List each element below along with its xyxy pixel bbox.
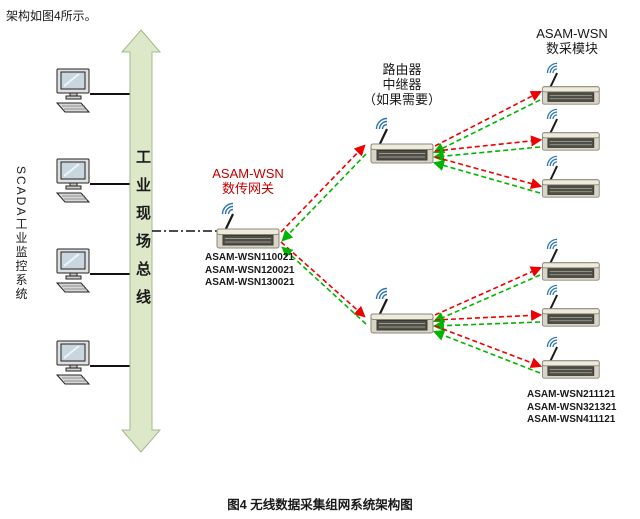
daq-module-icon	[541, 238, 601, 282]
link-module1-router1-up	[432, 99, 541, 154]
daq-modules-label-cn: 数采模块	[545, 41, 598, 56]
link-gateway-router2-down	[280, 241, 366, 318]
daq-module-id: ASAM-WSN321321	[527, 401, 617, 413]
daq-module-icon	[541, 155, 601, 199]
field-bus-arrow	[120, 29, 162, 453]
intro-text: 架构如图4所示。	[6, 9, 97, 23]
scada-system-label: SCADA工业监控系统	[14, 166, 28, 302]
link-router2-module5-down	[434, 309, 543, 322]
link-router1-module2-down	[434, 135, 543, 152]
gateway-id: ASAM-WSN120021	[205, 264, 295, 276]
daq-module-id-list: ASAM-WSN211121 ASAM-WSN321321 ASAM-WSN41…	[527, 389, 616, 427]
daq-module-icon	[541, 284, 601, 328]
repeater-label-line: （如果需要）	[362, 92, 441, 107]
link-gateway-router1-down	[280, 144, 366, 233]
link-router1-gateway-up	[281, 153, 367, 242]
gateway-id: ASAM-WSN130021	[205, 277, 295, 288]
gateway-device-icon	[215, 202, 281, 250]
link-router2-module6-down	[434, 325, 543, 369]
scada-computer-icon	[56, 68, 90, 113]
gateway-label-en: ASAM-WSN	[212, 166, 284, 181]
gateway-id: ASAM-WSN110021	[205, 252, 294, 263]
daq-module-icon	[541, 108, 601, 152]
field-bus-label: 工业现场总线	[134, 149, 151, 317]
repeater-label-line: 路由器	[382, 62, 422, 77]
link-module2-router1-up	[432, 146, 541, 162]
link-module4-router2-up	[432, 274, 541, 323]
router2-device-icon	[369, 287, 435, 335]
daq-module-id: ASAM-WSN411121	[527, 414, 616, 425]
link-module3-router1-up	[432, 160, 541, 194]
daq-module-icon	[541, 336, 601, 380]
gateway-label-cn: 数传网关	[221, 181, 274, 196]
repeater-label-line: 中继器	[382, 77, 422, 92]
daq-modules-label: ASAM-WSN 数采模块	[528, 26, 616, 56]
scada-computer-icon	[56, 340, 90, 385]
link-router1-module1-down	[434, 90, 542, 147]
link-router2-gateway-up	[281, 246, 367, 325]
gateway-label: ASAM-WSN 数传网关	[198, 166, 298, 196]
wireless-links	[280, 90, 543, 374]
scada-computer-icon	[56, 248, 90, 293]
link-router1-module3-down	[434, 156, 543, 190]
link-router2-module4-down	[434, 266, 543, 316]
scada-computer-icon	[56, 158, 90, 203]
router1-device-icon	[369, 117, 435, 165]
daq-module-id: ASAM-WSN211121	[527, 389, 616, 400]
gateway-id-list: ASAM-WSN110021 ASAM-WSN120021 ASAM-WSN13…	[205, 252, 294, 290]
link-module5-router2-up	[432, 320, 541, 332]
repeater-label: 路由器 中继器 （如果需要）	[350, 62, 454, 107]
link-module6-router2-up	[432, 330, 541, 374]
daq-module-icon	[541, 62, 601, 106]
scada-bus-links	[90, 93, 131, 367]
figure-caption: 图4 无线数据采集组网系统架构图	[227, 498, 413, 512]
daq-modules-label-en: ASAM-WSN	[536, 26, 608, 41]
